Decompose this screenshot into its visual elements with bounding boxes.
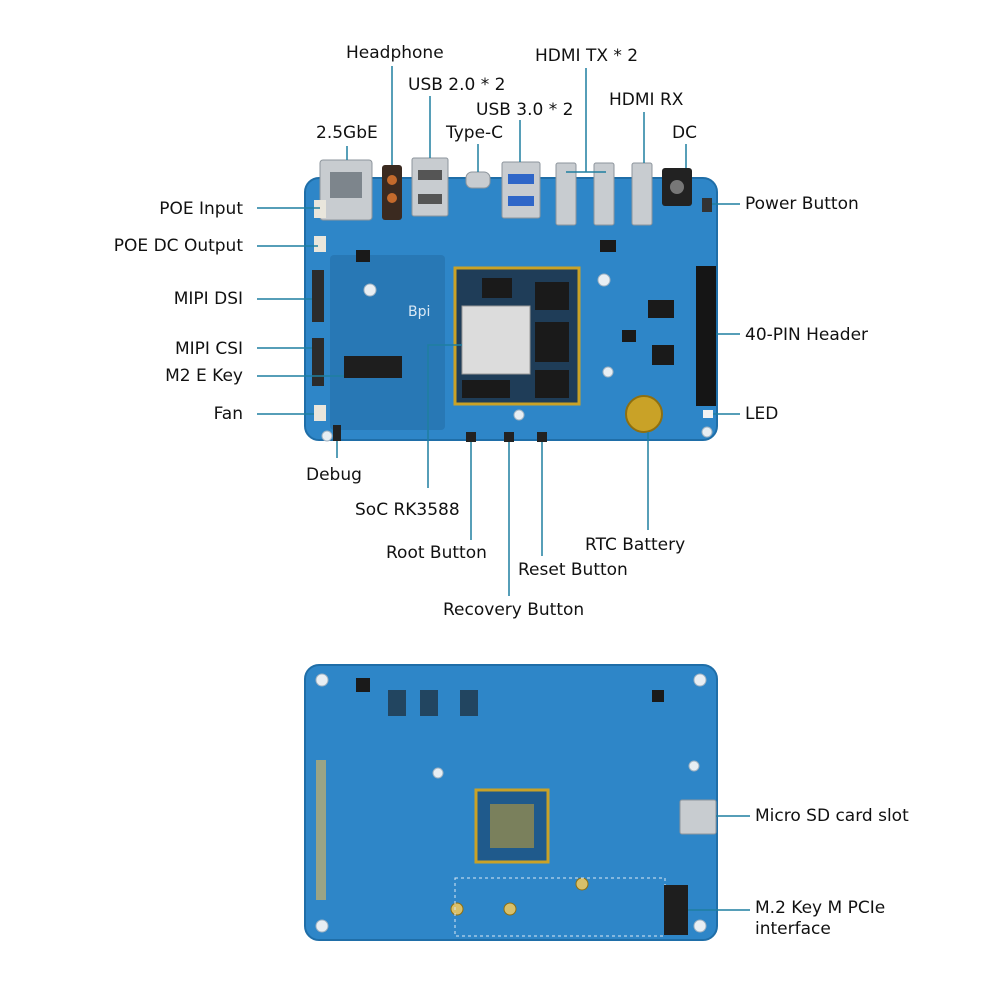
bga-footprint-inner — [490, 804, 534, 848]
usb30-slot — [508, 196, 534, 206]
smd-part — [652, 690, 664, 702]
power-button-part — [702, 198, 712, 212]
rtc-battery-part — [625, 395, 663, 433]
leader-lines — [257, 66, 750, 911]
label-soc: SoC RK3588 — [355, 500, 460, 520]
debug-connector — [333, 425, 341, 441]
dc-jack-pin — [670, 180, 684, 194]
fan-connector — [314, 405, 326, 421]
hdmi-tx-port — [555, 162, 577, 226]
m2-standoff — [450, 902, 464, 916]
label-usb20: USB 2.0 * 2 — [408, 75, 506, 95]
label-poe-dc-output: POE DC Output — [113, 236, 243, 256]
smd-part — [600, 240, 616, 252]
ram-chip — [535, 322, 569, 362]
mount-hole — [315, 919, 329, 933]
label-gbe: 2.5GbE — [316, 123, 378, 143]
pmic-chip — [482, 278, 512, 298]
soc-chip — [461, 305, 531, 375]
label-typec: Type-C — [446, 123, 504, 143]
mount-hole — [602, 366, 614, 378]
poe-input-connector — [314, 200, 326, 218]
hdmi-rx-port — [631, 162, 653, 226]
mount-hole — [513, 409, 525, 421]
label-rtc-battery: RTC Battery — [585, 535, 686, 555]
smd-part — [460, 690, 478, 716]
mount-hole — [315, 673, 329, 687]
headphone-jack-coil — [387, 175, 397, 185]
ethernet-jack-opening — [330, 172, 362, 198]
mipi-dsi-connector — [312, 270, 324, 322]
bottom-board — [304, 664, 718, 941]
mount-hole — [701, 426, 713, 438]
m2-e-key-slot — [344, 356, 402, 378]
m2-standoff — [503, 902, 517, 916]
top-board-inner-area — [330, 255, 445, 430]
m2-key-m-outline — [454, 877, 666, 937]
typec-port — [465, 171, 491, 189]
smd-part — [648, 300, 674, 318]
smd-part — [420, 690, 438, 716]
bpi-logo: Bpi — [408, 304, 430, 320]
usb20-slot — [418, 194, 442, 204]
label-reset-button: Reset Button — [518, 560, 628, 580]
label-recovery-button: Recovery Button — [443, 600, 585, 620]
label-m2-e-key: M2 E Key — [165, 366, 243, 386]
m2-standoff — [575, 877, 589, 891]
usb30-port — [501, 161, 541, 219]
gpio-header — [696, 266, 716, 406]
poe-dc-output-connector — [314, 236, 326, 252]
m2-key-m-connector — [664, 885, 688, 935]
recovery-button-part — [504, 432, 514, 442]
smd-part — [388, 690, 406, 716]
mount-hole — [432, 767, 444, 779]
leader-hdmi-tx — [566, 68, 606, 173]
label-headphone: Headphone — [346, 43, 444, 63]
mount-hole — [597, 273, 611, 287]
label-mipi-dsi: MIPI DSI — [173, 289, 243, 309]
mount-hole — [693, 919, 707, 933]
headphone-jack — [382, 165, 402, 220]
label-root-button: Root Button — [386, 543, 487, 563]
smd-part — [356, 678, 370, 692]
label-debug: Debug — [306, 465, 362, 485]
label-header40: 40-PIN Header — [745, 325, 869, 345]
label-micro-sd: Micro SD card slot — [755, 806, 909, 826]
headphone-jack-coil — [387, 193, 397, 203]
usb30-slot — [508, 174, 534, 184]
led-part — [703, 410, 713, 418]
root-button-part — [466, 432, 476, 442]
header-pins-back — [316, 760, 326, 900]
label-power-button: Power Button — [745, 194, 859, 214]
mount-hole — [688, 760, 700, 772]
smd-part — [652, 345, 674, 365]
label-led: LED — [745, 404, 779, 424]
top-board: Bpi — [304, 157, 718, 442]
reset-button-part — [537, 432, 547, 442]
label-poe-input: POE Input — [159, 199, 243, 219]
label-fan: Fan — [213, 404, 243, 424]
label-mipi-csi: MIPI CSI — [174, 339, 243, 359]
micro-sd-slot — [679, 799, 717, 835]
smd-part — [356, 250, 370, 262]
usb20-slot — [418, 170, 442, 180]
label-usb30: USB 3.0 * 2 — [476, 100, 574, 120]
label-dc: DC — [672, 123, 697, 143]
mount-hole — [363, 283, 377, 297]
label-hdmi-rx: HDMI RX — [609, 90, 684, 110]
leader-soc — [427, 344, 462, 488]
usb20-port — [411, 157, 449, 217]
label-m2-key-m: M.2 Key M PCIe interface — [755, 898, 886, 939]
ram-chip — [535, 282, 569, 310]
smd-part — [622, 330, 636, 342]
label-hdmi-tx: HDMI TX * 2 — [535, 46, 639, 66]
ram-chip — [462, 380, 510, 398]
hdmi-tx-port — [593, 162, 615, 226]
mount-hole — [693, 673, 707, 687]
mipi-csi-connector — [312, 338, 324, 386]
mount-hole — [321, 430, 333, 442]
ram-chip — [535, 370, 569, 398]
